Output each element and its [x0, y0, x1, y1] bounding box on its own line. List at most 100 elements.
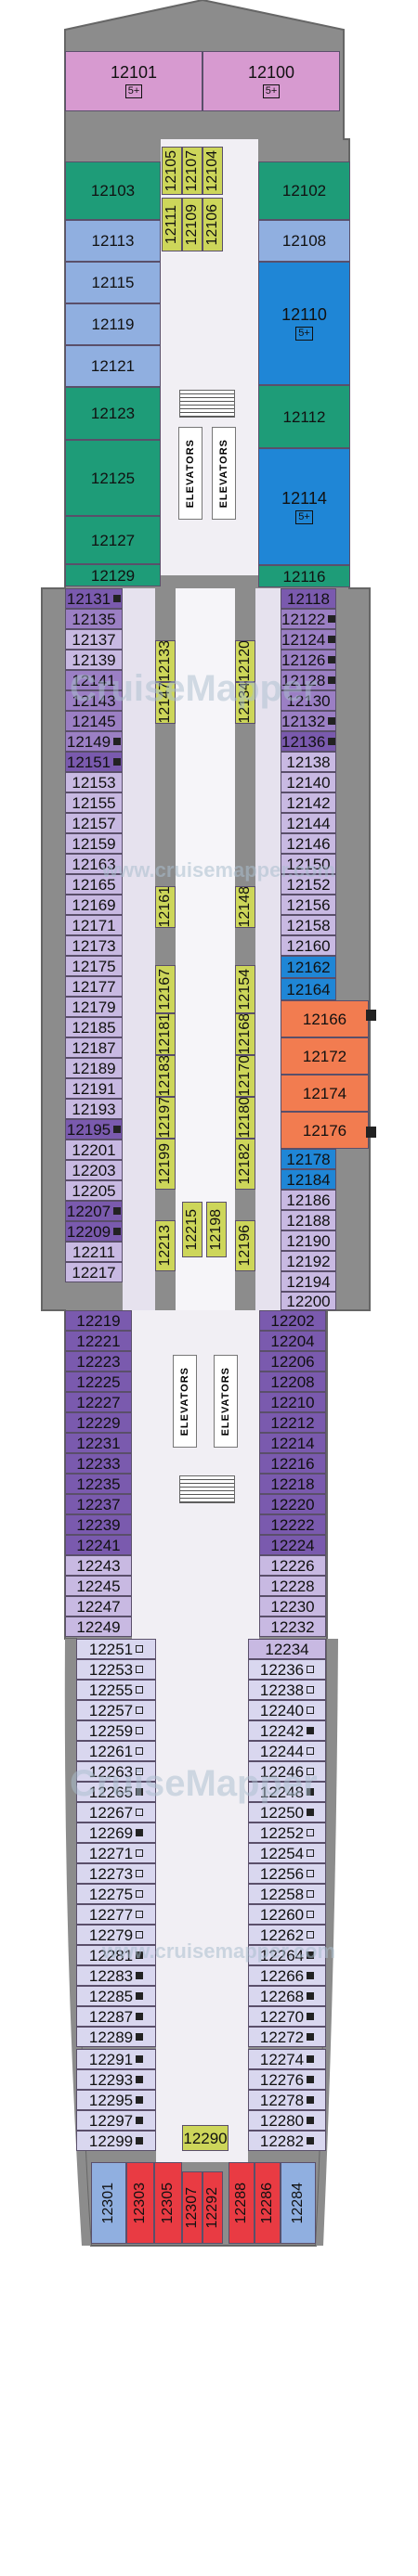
cabin-12245[interactable]: 12245 — [65, 1576, 132, 1596]
cabin-12234[interactable]: 12234 — [248, 1639, 326, 1659]
cabin-12107[interactable]: 12107 — [182, 147, 202, 195]
cabin-12266[interactable]: 12266 — [248, 1965, 326, 1986]
cabin-12261[interactable]: 12261 — [76, 1741, 156, 1761]
cabin-12293[interactable]: 12293 — [76, 2069, 156, 2090]
cabin-12225[interactable]: 12225 — [65, 1372, 132, 1392]
cabin-12168[interactable]: 12168 — [235, 1013, 255, 1055]
cabin-12188[interactable]: 12188 — [281, 1210, 336, 1230]
cabin-12208[interactable]: 12208 — [259, 1372, 326, 1392]
cabin-12224[interactable]: 12224 — [259, 1535, 326, 1555]
cabin-12264[interactable]: 12264 — [248, 1945, 326, 1965]
cabin-12262[interactable]: 12262 — [248, 1925, 326, 1945]
cabin-12197[interactable]: 12197 — [155, 1097, 176, 1139]
cabin-12235[interactable]: 12235 — [65, 1474, 132, 1494]
cabin-12122[interactable]: 12122 — [281, 609, 336, 629]
cabin-12249[interactable]: 12249 — [65, 1616, 132, 1637]
cabin-12196[interactable]: 12196 — [235, 1220, 255, 1271]
cabin-12126[interactable]: 12126 — [281, 650, 336, 670]
cabin-12163[interactable]: 12163 — [65, 854, 123, 874]
cabin-12189[interactable]: 12189 — [65, 1058, 123, 1078]
cabin-12292[interactable]: 12292 — [202, 2171, 223, 2244]
cabin-12153[interactable]: 12153 — [65, 772, 123, 792]
cabin-12165[interactable]: 12165 — [65, 874, 123, 895]
cabin-12220[interactable]: 12220 — [259, 1494, 326, 1514]
cabin-12247[interactable]: 12247 — [65, 1596, 132, 1616]
cabin-12184[interactable]: 12184 — [281, 1169, 336, 1190]
cabin-12200[interactable]: 12200 — [281, 1292, 336, 1310]
cabin-12215[interactable]: 12215 — [182, 1202, 202, 1257]
cabin-12299[interactable]: 12299 — [76, 2131, 156, 2151]
cabin-12171[interactable]: 12171 — [65, 915, 123, 935]
cabin-12106[interactable]: 12106 — [202, 198, 223, 251]
cabin-12233[interactable]: 12233 — [65, 1453, 132, 1474]
cabin-12221[interactable]: 12221 — [65, 1331, 132, 1351]
cabin-12167[interactable]: 12167 — [155, 965, 176, 1013]
cabin-12204[interactable]: 12204 — [259, 1331, 326, 1351]
cabin-12131[interactable]: 12131 — [65, 588, 123, 609]
cabin-12279[interactable]: 12279 — [76, 1925, 156, 1945]
cabin-12174[interactable]: 12174 — [281, 1075, 369, 1112]
cabin-12270[interactable]: 12270 — [248, 2006, 326, 2027]
cabin-12143[interactable]: 12143 — [65, 690, 123, 711]
cabin-12301[interactable]: 12301 — [91, 2162, 126, 2244]
cabin-12146[interactable]: 12146 — [281, 833, 336, 854]
cabin-12113[interactable]: 12113 — [65, 220, 161, 262]
cabin-12252[interactable]: 12252 — [248, 1823, 326, 1843]
cabin-12206[interactable]: 12206 — [259, 1351, 326, 1372]
cabin-12268[interactable]: 12268 — [248, 1986, 326, 2006]
cabin-12160[interactable]: 12160 — [281, 935, 336, 956]
cabin-12253[interactable]: 12253 — [76, 1659, 156, 1680]
cabin-12178[interactable]: 12178 — [281, 1149, 336, 1169]
cabin-12237[interactable]: 12237 — [65, 1494, 132, 1514]
cabin-12127[interactable]: 12127 — [65, 516, 161, 564]
cabin-12119[interactable]: 12119 — [65, 303, 161, 345]
cabin-12240[interactable]: 12240 — [248, 1700, 326, 1720]
cabin-12175[interactable]: 12175 — [65, 956, 123, 976]
cabin-12229[interactable]: 12229 — [65, 1412, 132, 1433]
cabin-12228[interactable]: 12228 — [259, 1576, 326, 1596]
cabin-12219[interactable]: 12219 — [65, 1310, 132, 1331]
cabin-12286[interactable]: 12286 — [255, 2162, 281, 2244]
cabin-12231[interactable]: 12231 — [65, 1433, 132, 1453]
cabin-12123[interactable]: 12123 — [65, 387, 161, 440]
cabin-12159[interactable]: 12159 — [65, 833, 123, 854]
cabin-12232[interactable]: 12232 — [259, 1616, 326, 1637]
cabin-12258[interactable]: 12258 — [248, 1884, 326, 1904]
cabin-12151[interactable]: 12151 — [65, 752, 123, 772]
cabin-12248[interactable]: 12248 — [248, 1782, 326, 1802]
cabin-12191[interactable]: 12191 — [65, 1078, 123, 1099]
cabin-12134[interactable]: 12134 — [235, 682, 255, 724]
cabin-12282[interactable]: 12282 — [248, 2131, 326, 2151]
cabin-12254[interactable]: 12254 — [248, 1843, 326, 1863]
cabin-12158[interactable]: 12158 — [281, 915, 336, 935]
cabin-12242[interactable]: 12242 — [248, 1720, 326, 1741]
cabin-12192[interactable]: 12192 — [281, 1251, 336, 1271]
cabin-12213[interactable]: 12213 — [155, 1220, 176, 1271]
cabin-12156[interactable]: 12156 — [281, 895, 336, 915]
cabin-12193[interactable]: 12193 — [65, 1099, 123, 1119]
cabin-12274[interactable]: 12274 — [248, 2049, 326, 2069]
cabin-12157[interactable]: 12157 — [65, 813, 123, 833]
cabin-12154[interactable]: 12154 — [235, 965, 255, 1013]
cabin-12136[interactable]: 12136 — [281, 731, 336, 752]
cabin-12111[interactable]: 12111 — [162, 198, 182, 251]
cabin-12269[interactable]: 12269 — [76, 1823, 156, 1843]
cabin-12137[interactable]: 12137 — [65, 629, 123, 650]
cabin-12216[interactable]: 12216 — [259, 1453, 326, 1474]
cabin-12287[interactable]: 12287 — [76, 2006, 156, 2027]
cabin-12297[interactable]: 12297 — [76, 2110, 156, 2131]
cabin-12202[interactable]: 12202 — [259, 1310, 326, 1331]
cabin-12176[interactable]: 12176 — [281, 1112, 369, 1149]
cabin-12209[interactable]: 12209 — [65, 1221, 123, 1242]
cabin-12275[interactable]: 12275 — [76, 1884, 156, 1904]
cabin-12280[interactable]: 12280 — [248, 2110, 326, 2131]
cabin-12104[interactable]: 12104 — [202, 147, 223, 195]
cabin-12140[interactable]: 12140 — [281, 772, 336, 792]
cabin-12290[interactable]: 12290 — [182, 2125, 229, 2151]
cabin-12243[interactable]: 12243 — [65, 1555, 132, 1576]
cabin-12251[interactable]: 12251 — [76, 1639, 156, 1659]
cabin-12166[interactable]: 12166 — [281, 1000, 369, 1037]
cabin-12162[interactable]: 12162 — [281, 956, 336, 978]
